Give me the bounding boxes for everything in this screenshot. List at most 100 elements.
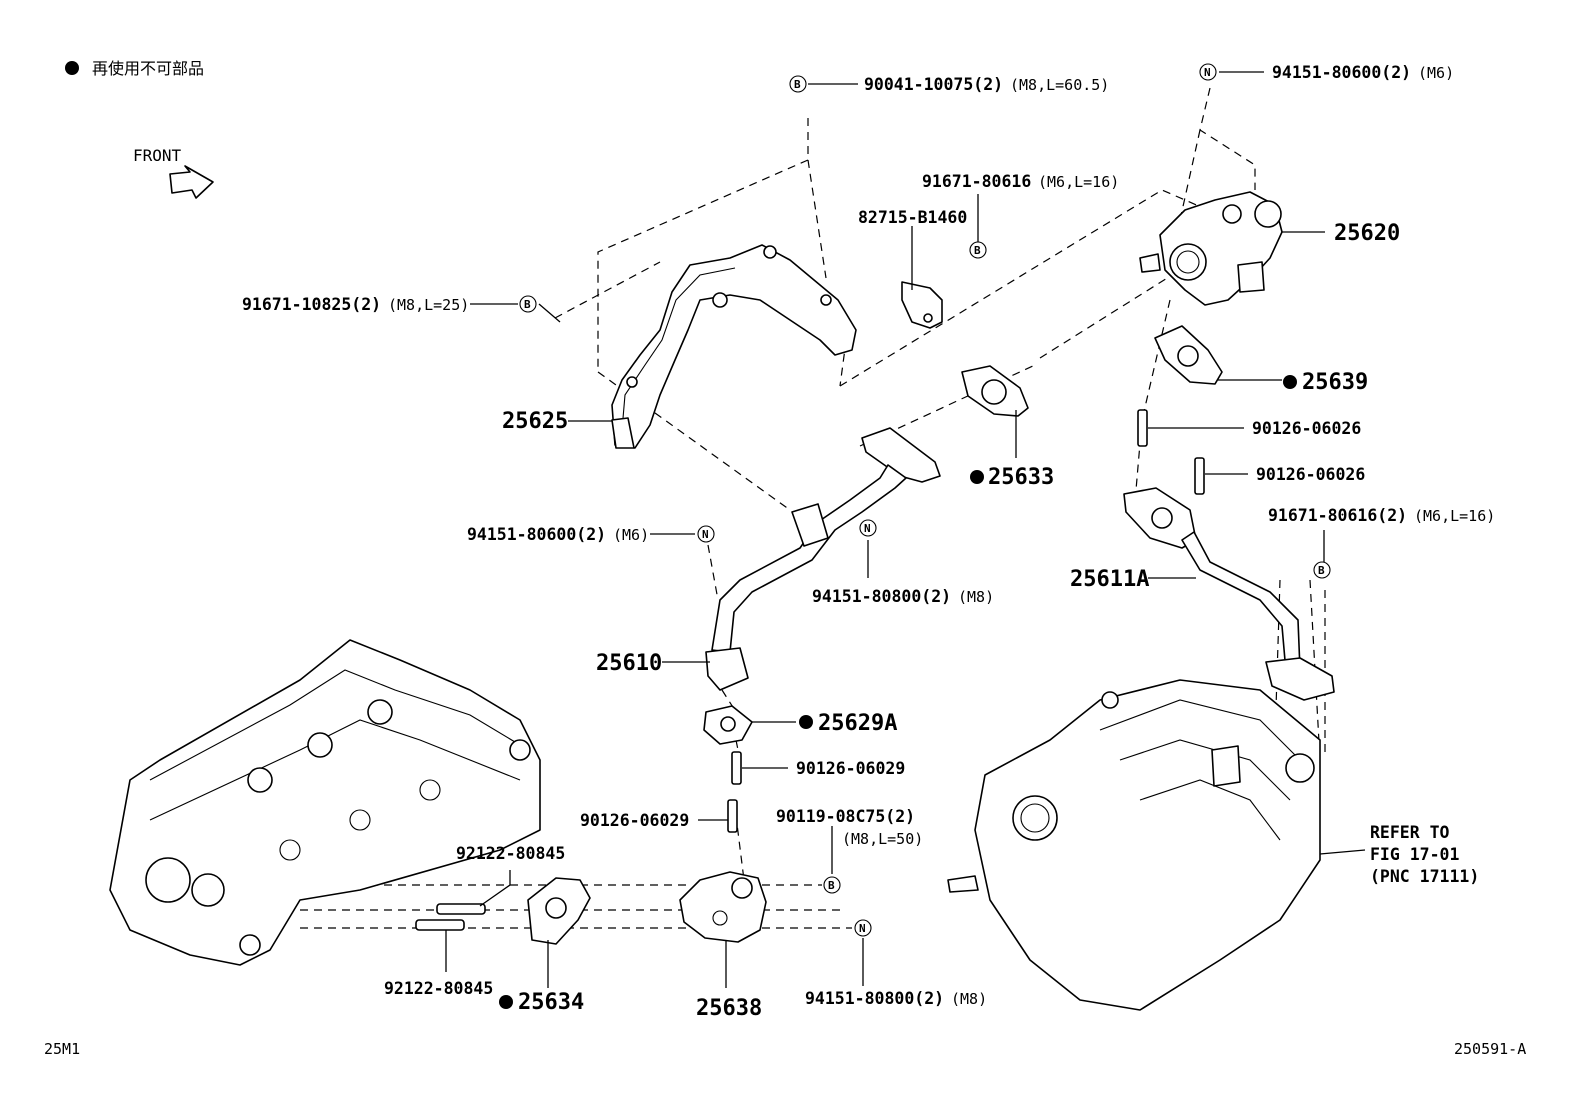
part-spec-label: (M8,L=60.5) bbox=[1010, 76, 1109, 94]
part-number-label: 25625 bbox=[502, 409, 568, 434]
part-spec-label: (M6) bbox=[1418, 64, 1454, 82]
part-number-label: 94151-80800(2) bbox=[812, 587, 951, 606]
bolt-symbol-icon: B bbox=[969, 241, 987, 259]
part-number-label: 94151-80600(2) bbox=[1272, 63, 1411, 82]
refer-note[interactable]: REFER TO FIG 17-01 (PNC 17111) bbox=[1370, 823, 1479, 886]
part-90126-06026-stud-a[interactable] bbox=[1137, 409, 1148, 447]
non-reusable-bullet-icon bbox=[970, 470, 984, 484]
refer-note-line: FIG 17-01 bbox=[1370, 845, 1459, 864]
callout-90126-06026-b[interactable]: 90126-06026 bbox=[1256, 465, 1365, 484]
part-number-label: 25639 bbox=[1302, 370, 1368, 395]
part-90126-06029-stud-b[interactable] bbox=[727, 799, 738, 833]
part-number-label: 92122-80845 bbox=[384, 979, 493, 998]
callout-94151-80600-mid[interactable]: 94151-80600(2) (M6) bbox=[467, 525, 649, 544]
part-25629A-gasket[interactable] bbox=[703, 705, 753, 745]
callout-25620[interactable]: 25620 bbox=[1334, 221, 1400, 246]
callout-92122-80845-bottom[interactable]: 92122-80845 bbox=[384, 979, 493, 998]
callout-25638[interactable]: 25638 bbox=[696, 996, 762, 1021]
bolt-symbol-icon: B bbox=[1313, 561, 1331, 579]
part-92122-80845-stud-a[interactable] bbox=[436, 903, 486, 915]
svg-text:B: B bbox=[794, 78, 801, 91]
part-25634-gasket[interactable] bbox=[527, 877, 591, 945]
non-reusable-bullet-icon bbox=[1283, 375, 1297, 389]
callout-91671-80616-2[interactable]: 91671-80616(2) (M6,L=16) bbox=[1268, 506, 1495, 525]
part-25625-bracket[interactable] bbox=[611, 244, 857, 449]
part-25610-egr-pipe[interactable] bbox=[705, 427, 941, 691]
leader-lines bbox=[445, 71, 1366, 988]
part-number-label: 90119-08C75(2) bbox=[776, 807, 915, 826]
callout-25639[interactable]: 25639 bbox=[1302, 370, 1368, 395]
cylinder-head-assembly bbox=[109, 639, 541, 966]
non-reusable-bullet-icon bbox=[499, 995, 513, 1009]
svg-text:N: N bbox=[1204, 66, 1211, 79]
callout-94151-80800-bottom[interactable]: 94151-80800(2) (M8) bbox=[805, 989, 987, 1008]
front-arrow-icon bbox=[169, 165, 214, 199]
part-number-label: 91671-10825(2) bbox=[242, 295, 381, 314]
part-number-label: 25633 bbox=[988, 465, 1054, 490]
figure-code-right: 250591-A bbox=[1454, 1040, 1526, 1058]
legend-bullet-icon bbox=[65, 61, 79, 75]
part-number-label: 25629A bbox=[818, 711, 897, 736]
svg-text:N: N bbox=[864, 522, 871, 535]
callout-90041-10075[interactable]: 90041-10075(2) (M8,L=60.5) bbox=[864, 75, 1109, 94]
front-label: FRONT bbox=[133, 146, 182, 165]
callout-82715-b1460[interactable]: 82715-B1460 bbox=[858, 208, 967, 227]
callout-90119-08c75[interactable]: 90119-08C75(2) (M8,L=50) bbox=[776, 807, 923, 848]
callout-25610[interactable]: 25610 bbox=[596, 651, 662, 676]
callout-92122-80845-top[interactable]: 92122-80845 bbox=[456, 844, 565, 863]
callout-91671-80616[interactable]: 91671-80616 (M6,L=16) bbox=[922, 172, 1119, 191]
callout-94151-80600-top[interactable]: 94151-80600(2) (M6) bbox=[1272, 63, 1454, 82]
callout-25634[interactable]: 25634 bbox=[518, 990, 584, 1015]
bolt-symbol-icon: B bbox=[789, 75, 807, 93]
callout-91671-10825[interactable]: 91671-10825(2) (M8,L=25) bbox=[242, 295, 469, 314]
part-number-label: 90126-06029 bbox=[796, 759, 905, 778]
part-number-label: 82715-B1460 bbox=[858, 208, 967, 227]
part-25611A-egr-pipe[interactable] bbox=[1123, 487, 1335, 701]
part-spec-label: (M8) bbox=[958, 588, 994, 606]
part-25633-gasket[interactable] bbox=[961, 365, 1029, 417]
part-number-label: 91671-80616 bbox=[922, 172, 1031, 191]
legend-text: 再使用不可部品 bbox=[92, 59, 204, 78]
part-number-label: 25634 bbox=[518, 990, 584, 1015]
callout-25611a[interactable]: 25611A bbox=[1070, 567, 1149, 592]
callout-90126-06029-b[interactable]: 90126-06029 bbox=[580, 811, 689, 830]
part-spec-label: (M8,L=25) bbox=[388, 296, 469, 314]
part-25638-egr-cooler[interactable] bbox=[679, 871, 767, 943]
part-25639-gasket[interactable] bbox=[1154, 325, 1223, 385]
bolt-symbol-icon: B bbox=[823, 876, 841, 894]
part-90126-06026-stud-b[interactable] bbox=[1194, 457, 1205, 495]
svg-text:B: B bbox=[524, 298, 531, 311]
callout-90126-06026-a[interactable]: 90126-06026 bbox=[1252, 419, 1361, 438]
nut-symbol-icon: N bbox=[854, 919, 872, 937]
svg-text:B: B bbox=[1318, 564, 1325, 577]
figure-code-left: 25M1 bbox=[44, 1040, 80, 1058]
part-25620-egr-valve[interactable] bbox=[1139, 191, 1283, 306]
part-number-label: 94151-80600(2) bbox=[467, 525, 606, 544]
part-spec-label: (M6,L=16) bbox=[1414, 507, 1495, 525]
part-82715-clamp[interactable] bbox=[901, 281, 943, 329]
part-90126-06029-stud-a[interactable] bbox=[731, 751, 742, 785]
callout-25629a[interactable]: 25629A bbox=[818, 711, 897, 736]
part-number-label: 90126-06029 bbox=[580, 811, 689, 830]
part-number-label: 91671-80616(2) bbox=[1268, 506, 1407, 525]
part-number-label: 90041-10075(2) bbox=[864, 75, 1003, 94]
svg-text:B: B bbox=[974, 244, 981, 257]
callout-25633[interactable]: 25633 bbox=[988, 465, 1054, 490]
svg-text:N: N bbox=[702, 528, 709, 541]
part-number-label: 90126-06026 bbox=[1256, 465, 1365, 484]
part-spec-label: (M8) bbox=[951, 990, 987, 1008]
part-number-label: 25611A bbox=[1070, 567, 1149, 592]
part-number-label: 25610 bbox=[596, 651, 662, 676]
callout-25625[interactable]: 25625 bbox=[502, 409, 568, 434]
callout-90126-06029-a[interactable]: 90126-06029 bbox=[796, 759, 905, 778]
part-92122-80845-stud-b[interactable] bbox=[415, 919, 465, 931]
part-spec-label: (M6,L=16) bbox=[1038, 173, 1119, 191]
part-spec-label: (M8,L=50) bbox=[842, 830, 923, 848]
nut-symbol-icon: N bbox=[1199, 63, 1217, 81]
callout-94151-80800-mid[interactable]: 94151-80800(2) (M8) bbox=[812, 587, 994, 606]
bolt-symbol-icon: B bbox=[519, 295, 537, 313]
part-number-label: 94151-80800(2) bbox=[805, 989, 944, 1008]
nut-symbol-icon: N bbox=[697, 525, 715, 543]
svg-text:N: N bbox=[859, 922, 866, 935]
